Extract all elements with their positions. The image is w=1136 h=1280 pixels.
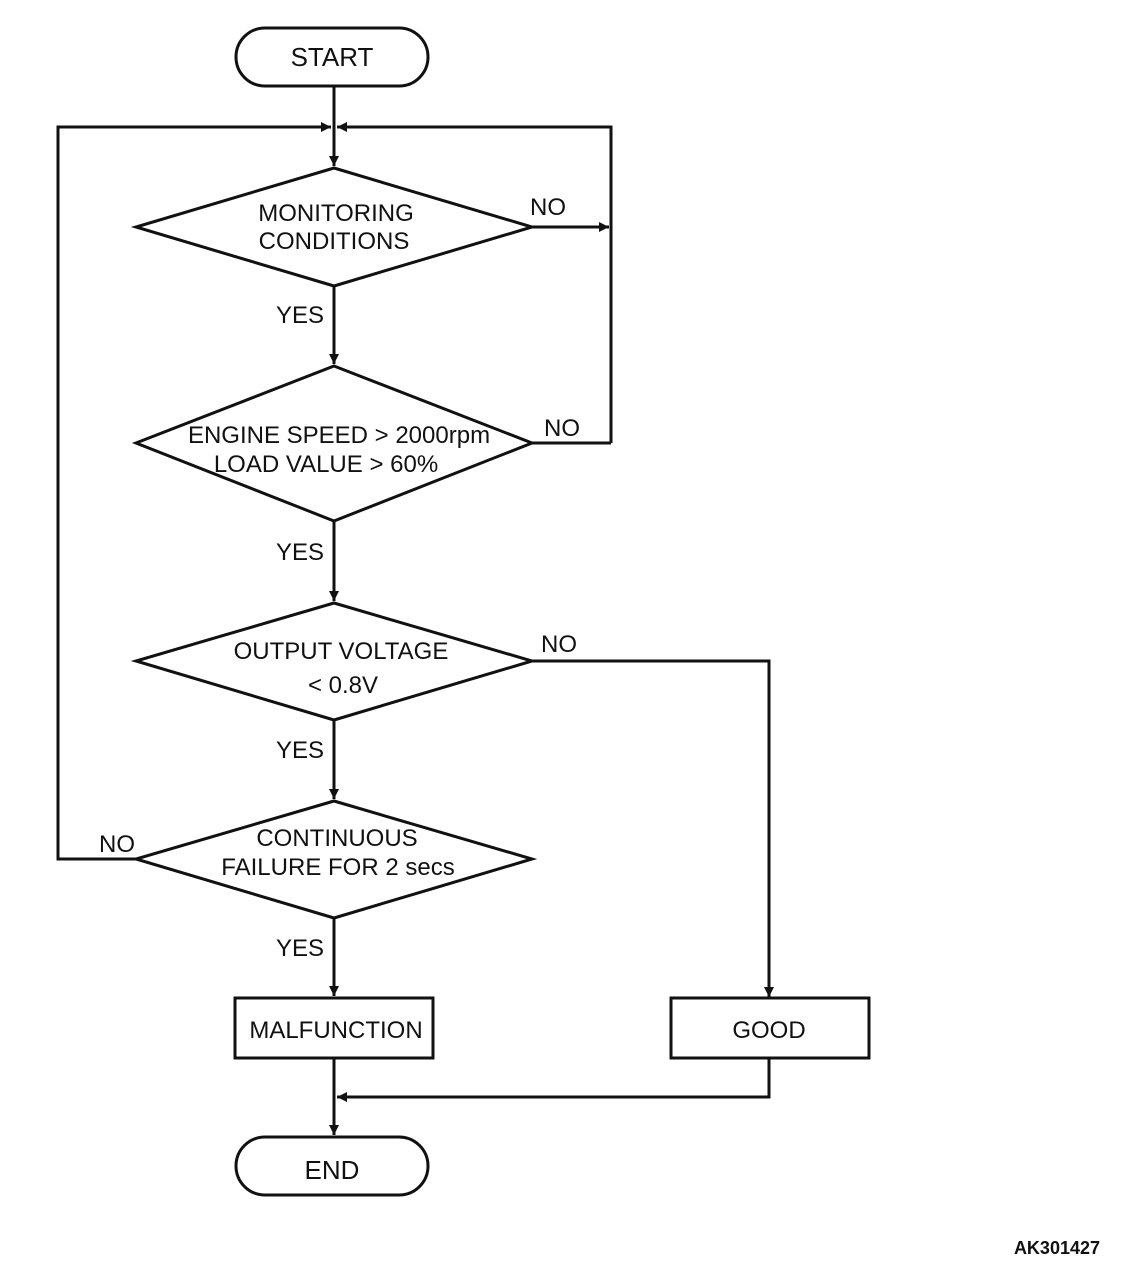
yes-label-engine-speed: YES <box>276 539 324 566</box>
start-terminal <box>234 26 430 88</box>
decision-4-line-2: FAILURE FOR 2 secs <box>221 854 454 881</box>
good-box <box>669 996 871 1060</box>
yes-label-monitoring: YES <box>276 302 324 329</box>
good-label: GOOD <box>732 1017 805 1044</box>
malfunction-label: MALFUNCTION <box>249 1017 422 1044</box>
decision-3-line-2: < 0.8V <box>308 672 378 699</box>
no-label-monitoring: NO <box>530 194 566 221</box>
decision-2-line-1: ENGINE SPEED > 2000rpm <box>188 422 490 449</box>
loop-left-return <box>56 122 331 861</box>
malfunction-box <box>233 996 435 1060</box>
decision-1-line-2: CONDITIONS <box>259 228 410 255</box>
yes-label-continuous-failure: YES <box>276 935 324 962</box>
loop-right-return <box>337 122 613 443</box>
arrow-output-voltage-no <box>532 659 774 997</box>
decision-monitoring-conditions <box>130 166 538 288</box>
end-terminal <box>234 1135 430 1197</box>
start-label: START <box>291 42 374 72</box>
decision-4-line-1: CONTINUOUS <box>256 825 417 852</box>
no-label-output-voltage: NO <box>541 631 577 658</box>
decision-1-line-1: MONITORING <box>258 200 414 227</box>
no-label-engine-speed: NO <box>544 415 580 442</box>
decision-2-line-2: LOAD VALUE > 60% <box>214 451 438 478</box>
end-label: END <box>305 1155 360 1185</box>
figure-id: AK301427 <box>1014 1238 1100 1258</box>
no-label-continuous-failure: NO <box>99 831 135 858</box>
arrow-good-to-end <box>337 1058 771 1102</box>
yes-label-output-voltage: YES <box>276 737 324 764</box>
decision-3-line-1: OUTPUT VOLTAGE <box>234 638 449 665</box>
